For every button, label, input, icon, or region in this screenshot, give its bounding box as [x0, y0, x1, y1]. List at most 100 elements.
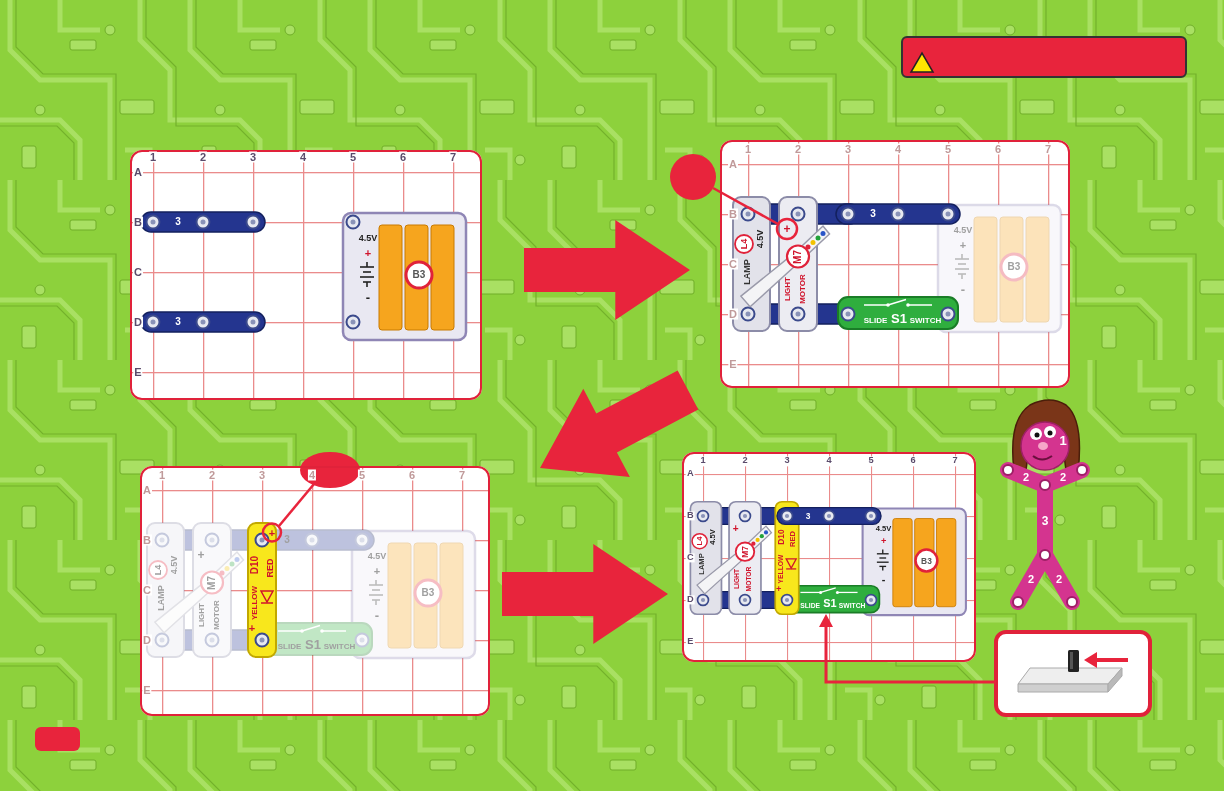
grid-letter: B	[686, 511, 695, 520]
step-arrow	[502, 544, 668, 644]
grid-number: 1	[149, 152, 157, 163]
grid-number: 6	[399, 152, 407, 163]
figure-number: 2	[1028, 574, 1034, 585]
grid-letter: A	[142, 485, 152, 496]
grid-number: 5	[358, 470, 366, 481]
part-id: L4	[154, 565, 163, 576]
polarity-mark: +	[249, 622, 255, 633]
grid-letter: E	[728, 359, 737, 370]
step-panel: 1234567ABCDE4.5VL4LAMP+M7LIGHTMOTORD10RE…	[682, 452, 976, 662]
grid-letter: C	[142, 585, 152, 596]
snap-wire-number: 3	[175, 317, 181, 327]
polarity-mark: +	[365, 248, 371, 259]
step-one-circuit	[130, 150, 482, 400]
battery-rating: 4.5V	[954, 226, 973, 235]
snap-wire-number: 3	[175, 217, 181, 227]
part-name: MOTOR	[213, 600, 221, 630]
part-id: L4	[696, 537, 704, 546]
grid-letter: D	[728, 309, 738, 320]
grid-number: 3	[249, 152, 257, 163]
grid-number: 6	[994, 144, 1002, 155]
switch-inset	[996, 632, 1150, 715]
part-name: SWITCH	[839, 603, 866, 610]
panel-ground	[682, 452, 976, 662]
part-name: LAMP	[157, 585, 166, 611]
battery-rating: 4.5V	[876, 526, 892, 534]
part-name: SLIDE	[278, 643, 302, 651]
figure-number: 1	[1059, 434, 1066, 447]
polarity-mark: +	[374, 566, 380, 577]
part-id: B3	[422, 588, 435, 598]
grid-letter: A	[728, 159, 738, 170]
lamp-rating: 4.5V	[709, 529, 717, 545]
callout-dot	[300, 452, 360, 488]
grid-letter: D	[686, 595, 695, 604]
panel-ground	[720, 140, 1070, 388]
leader-arrowhead	[819, 614, 833, 627]
grid-number: 7	[1044, 144, 1052, 155]
grid-number: 1	[744, 144, 752, 155]
step-panel: 1234567ABCDE4.5VL4LAMP+M7LIGHTMOTOR3SLID…	[720, 140, 1070, 388]
part-id: M7	[793, 250, 803, 264]
grid-number: 3	[258, 470, 266, 481]
grid-letter: C	[133, 267, 143, 278]
color-name: YELLOW	[251, 585, 259, 619]
lamp-rating: 4.5V	[170, 556, 179, 575]
step-arrow	[540, 371, 698, 478]
grid-number: 4	[299, 152, 307, 163]
part-name: LIGHT	[733, 569, 740, 589]
polarity-mark: +	[733, 524, 739, 534]
part-id: L4	[740, 239, 749, 250]
snap-wire-number: 3	[870, 209, 876, 219]
grid-letter: C	[728, 259, 738, 270]
part-name: SWITCH	[910, 317, 942, 325]
slide-switch-icon	[1018, 650, 1128, 692]
grid-number: 6	[408, 470, 416, 481]
part-id: D10	[250, 556, 260, 574]
grid-number: 4	[825, 457, 832, 466]
callout-dot	[670, 154, 716, 200]
polarity-mark: +	[783, 223, 790, 235]
part-id: S1	[823, 598, 836, 609]
grid-letter: C	[686, 553, 695, 562]
part-id: M7	[207, 576, 217, 590]
grid-letter: D	[142, 635, 152, 646]
figure-number: 3	[1042, 515, 1049, 527]
panel-ground	[140, 466, 490, 716]
figure-number: 2	[1023, 472, 1029, 483]
leader-line	[713, 188, 778, 224]
step-arrow	[524, 220, 690, 320]
polarity-mark: -	[366, 291, 370, 304]
part-id: B3	[921, 556, 932, 564]
color-name: RED	[790, 531, 798, 547]
part-id: S1	[305, 638, 321, 651]
grid-number: 7	[458, 470, 466, 481]
snappy-figure	[1003, 400, 1087, 607]
polarity-mark: -	[375, 609, 379, 622]
leader-line	[279, 484, 314, 526]
warning-banner	[902, 37, 1186, 77]
panel-ground	[130, 150, 482, 400]
grid-number: 4	[308, 470, 316, 481]
polarity-mark: -	[882, 574, 886, 585]
part-name: LAMP	[698, 554, 706, 575]
grid-letter: E	[133, 367, 142, 378]
grid-number: 2	[741, 457, 748, 466]
polarity-mark: +	[197, 549, 204, 561]
grid-letter: E	[686, 637, 694, 646]
part-name: LIGHT	[784, 277, 792, 301]
grid-number: 4	[894, 144, 902, 155]
grid-number: 5	[944, 144, 952, 155]
page-tab	[35, 727, 80, 751]
step-two-circuit	[720, 140, 1070, 388]
leader-arrow	[826, 625, 996, 682]
final-circuit	[682, 452, 976, 662]
part-id: M7	[741, 546, 749, 558]
grid-number: 5	[349, 152, 357, 163]
part-name: LIGHT	[198, 603, 206, 627]
part-id: S1	[891, 312, 907, 325]
